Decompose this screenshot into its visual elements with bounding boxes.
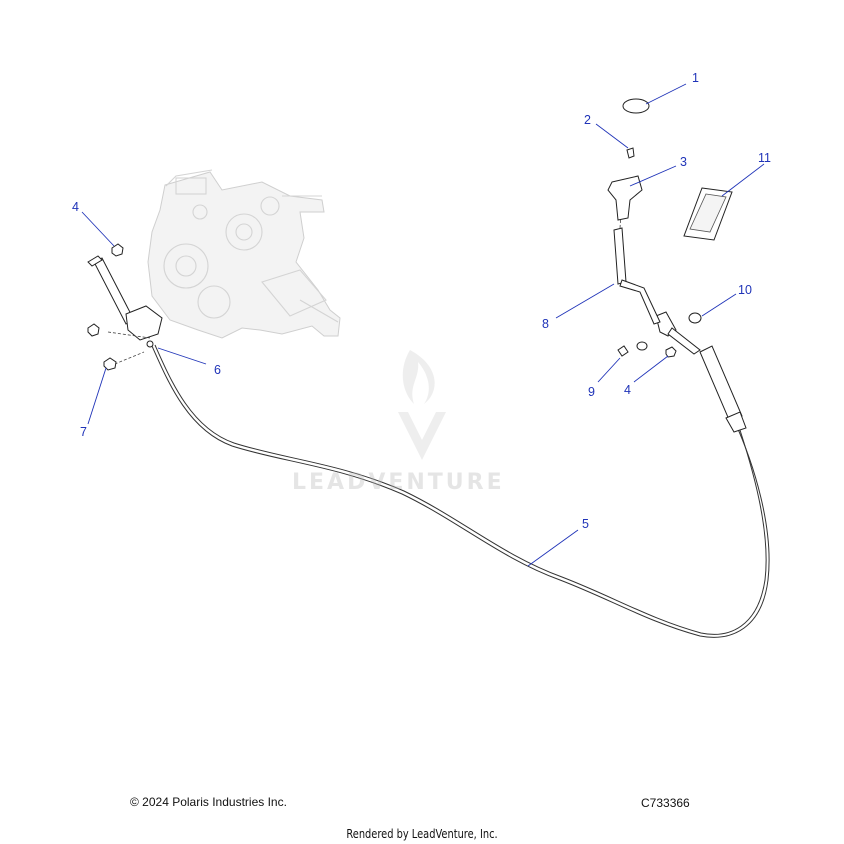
- cable-end-left: [87, 255, 163, 367]
- shift-boot: [683, 187, 733, 241]
- callout-label: 9: [588, 385, 595, 399]
- callout-label: 8: [542, 317, 549, 331]
- copyright-text: © 2024 Polaris Industries Inc.: [130, 795, 287, 809]
- callout-label: 6: [214, 363, 221, 377]
- callout-label: 4: [624, 383, 631, 397]
- watermark-text: LEADVENTURE: [292, 470, 505, 495]
- knob-screw: [626, 147, 635, 159]
- diagram-code: C733366: [641, 796, 690, 810]
- leader-lines: [81, 83, 765, 567]
- transmission-ghost: [147, 169, 341, 339]
- shift-lever: [613, 199, 661, 325]
- bolt-left-lower: [103, 357, 117, 371]
- callout-label: 7: [80, 425, 87, 439]
- callout-labels: 1 2 3 11 4 10 8 9 4 6 7 5: [72, 71, 771, 531]
- knob-cap: [622, 98, 650, 114]
- shift-cable: [151, 344, 770, 638]
- bolt-left-upper: [87, 323, 100, 337]
- washer: [636, 341, 648, 351]
- o-ring: [688, 312, 702, 324]
- rendered-by-text: Rendered by LeadVenture, Inc.: [346, 827, 498, 841]
- callout-label: 5: [582, 517, 589, 531]
- callout-label: 1: [692, 71, 699, 85]
- nut-left: [111, 243, 124, 257]
- callout-label: 10: [738, 283, 752, 297]
- retaining-clip: [617, 345, 629, 357]
- callout-label: 11: [758, 151, 771, 165]
- cable-end-right: [655, 311, 747, 433]
- shift-knob: [607, 175, 643, 221]
- callout-label: 2: [584, 113, 591, 127]
- callout-label: 3: [680, 155, 687, 169]
- watermark-logo: [398, 350, 446, 460]
- nut-right: [665, 346, 677, 358]
- callout-label: 4: [72, 200, 79, 214]
